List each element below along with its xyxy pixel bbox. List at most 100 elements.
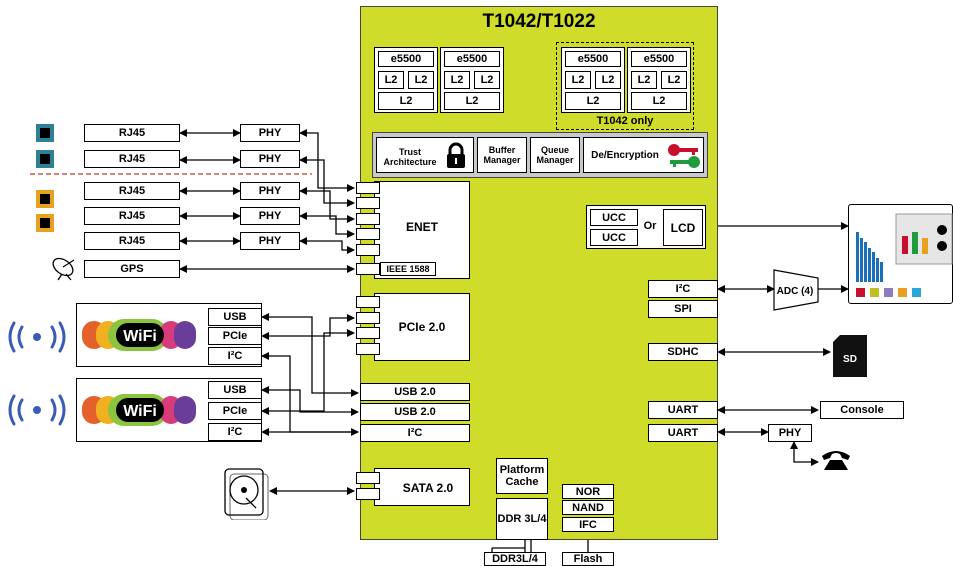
wifi-logo-icon: WiFi	[82, 319, 196, 351]
sata-block: SATA 2.0	[374, 468, 470, 506]
t1042-only-label: T1042 only	[596, 115, 654, 127]
telephone-icon	[822, 451, 850, 470]
uart-b: UART	[648, 424, 718, 442]
rj45-port: RJ45	[84, 124, 180, 142]
trust-architecture-block: Trust Architecture	[376, 137, 474, 173]
ucc-b: UCC	[590, 229, 638, 246]
trust-architecture-label: Trust Architecture	[383, 147, 437, 167]
hard-disk-icon	[224, 468, 269, 520]
l2-cache: L2	[661, 71, 687, 89]
l2-cache: L2	[565, 71, 591, 89]
ifc-block: IFC	[562, 517, 614, 532]
ucc-lcd-group: UCC UCC Or LCD	[586, 205, 706, 249]
ddr-memory: DDR3L/4	[484, 552, 546, 566]
core-block-2: e5500 L2 L2 L2	[440, 47, 504, 113]
wireless-signal-icon	[8, 394, 66, 426]
buffer-manager-block: Buffer Manager	[477, 137, 527, 173]
ethernet-jack-icon	[36, 124, 54, 142]
ethernet-jack-icon	[36, 214, 54, 232]
enet-block: ENET IEEE 1588	[374, 181, 470, 279]
wifi-b-i2c: I²C	[208, 423, 262, 441]
sata-label: SATA 2.0	[402, 481, 454, 495]
flash-memory: Flash	[562, 552, 614, 566]
core-label: e5500	[378, 51, 434, 67]
sata-port	[356, 472, 380, 484]
pcie-port	[356, 327, 380, 339]
phy-block: PHY	[240, 124, 300, 142]
phy-block: PHY	[240, 232, 300, 250]
lock-icon	[447, 142, 465, 168]
wifi-b-pcie: PCIe	[208, 402, 262, 420]
enet-port	[356, 213, 380, 225]
enet-port	[356, 244, 380, 256]
lcd-block: LCD	[663, 209, 703, 246]
ucc-a: UCC	[590, 209, 638, 226]
nand-block: NAND	[562, 500, 614, 515]
l2-cache: L2	[378, 71, 404, 89]
spi-block: SPI	[648, 300, 718, 318]
adc-label: ADC (4)	[776, 285, 814, 297]
t1042-only-group	[556, 42, 694, 130]
core-label: e5500	[444, 51, 500, 67]
wifi-b-usb: USB	[208, 381, 262, 399]
core-block-4: e5500 L2 L2 L2	[627, 47, 691, 113]
ethernet-jack-icon	[36, 150, 54, 168]
console-block: Console	[820, 401, 904, 419]
uart-phy-block: PHY	[768, 424, 812, 442]
sdhc-block: SDHC	[648, 343, 718, 361]
pcie-port	[356, 312, 380, 324]
l2-cache: L2	[631, 92, 687, 110]
core-label: e5500	[565, 51, 621, 67]
chip-title: T1042/T1022	[482, 11, 596, 32]
l2-cache: L2	[408, 71, 434, 89]
pcie-port	[356, 343, 380, 355]
l2-cache: L2	[444, 92, 500, 110]
rj45-port: RJ45	[84, 150, 180, 168]
sata-port	[356, 488, 380, 500]
wifi-logo-text: WiFi	[123, 328, 157, 345]
nor-block: NOR	[562, 484, 614, 499]
phy-block: PHY	[240, 150, 300, 168]
wifi-a-usb: USB	[208, 308, 262, 326]
l2-cache: L2	[631, 71, 657, 89]
enet-port	[356, 182, 380, 194]
sd-card-icon: SD	[833, 335, 867, 377]
pcie-block: PCIe 2.0	[374, 293, 470, 361]
lcd-dashboard-icon	[856, 213, 953, 297]
core-block-1: e5500 L2 L2 L2	[374, 47, 438, 113]
queue-manager-block: Queue Manager	[530, 137, 580, 173]
ethernet-jack-icon	[36, 190, 54, 208]
wireless-signal-icon	[8, 321, 66, 353]
sd-card-label: SD	[843, 354, 857, 365]
satellite-dish-icon	[52, 257, 75, 281]
enet-port	[356, 263, 380, 275]
de-encryption-block: De/Encryption	[583, 137, 704, 173]
phy-block: PHY	[240, 182, 300, 200]
l2-cache: L2	[595, 71, 621, 89]
gps-block: GPS	[84, 260, 180, 278]
i2c-right: I²C	[648, 280, 718, 298]
i2c-left: I²C	[360, 424, 470, 442]
ddr-controller-block: DDR 3L/4	[496, 498, 548, 540]
adc-block	[773, 269, 819, 311]
usb20-b: USB 2.0	[360, 403, 470, 421]
wifi-a-pcie: PCIe	[208, 327, 262, 345]
l2-cache: L2	[474, 71, 500, 89]
l2-cache: L2	[565, 92, 621, 110]
rj45-port: RJ45	[84, 182, 180, 200]
wifi-logo-text: WiFi	[123, 403, 157, 420]
enet-label: ENET	[405, 220, 438, 234]
wifi-logo-icon: WiFi	[82, 394, 196, 426]
phy-block: PHY	[240, 207, 300, 225]
pcie-port	[356, 296, 380, 308]
core-block-3: e5500 L2 L2 L2	[561, 47, 625, 113]
enet-port	[356, 228, 380, 240]
keys-icon	[668, 144, 700, 168]
platform-cache-block: Platform Cache	[496, 458, 548, 494]
rj45-port: RJ45	[84, 232, 180, 250]
wifi-a-i2c: I²C	[208, 347, 262, 365]
ieee1588-label: IEEE 1588	[380, 262, 436, 276]
de-encryption-label: De/Encryption	[591, 149, 659, 161]
core-label: e5500	[631, 51, 687, 67]
